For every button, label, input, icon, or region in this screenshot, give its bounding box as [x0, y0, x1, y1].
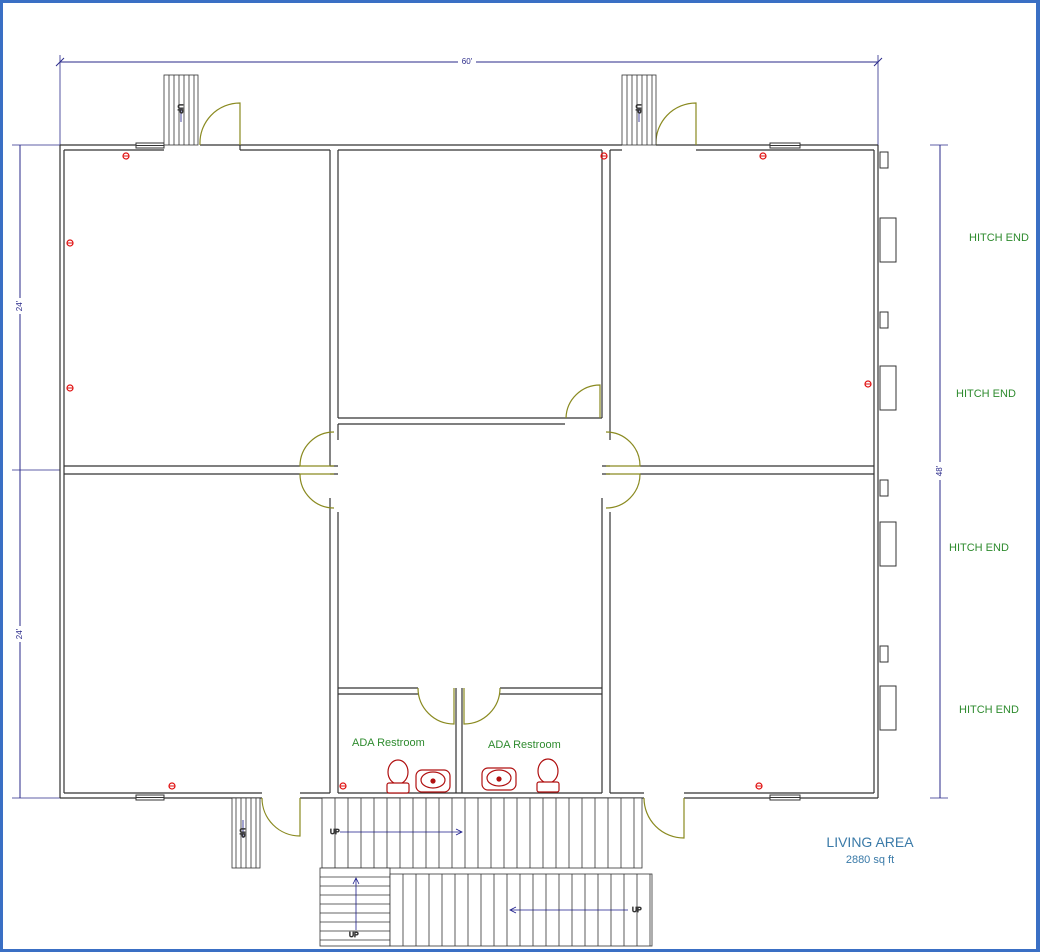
doors — [199, 102, 697, 839]
door-restroom-right — [463, 687, 501, 725]
stair-bottom-left: UP — [231, 797, 261, 869]
dimension-right-label: 48' — [935, 465, 944, 476]
outlet-icon — [66, 384, 74, 392]
door-left-upper — [299, 431, 335, 467]
door-right-upper — [605, 431, 641, 467]
dimension-top: 60' — [55, 55, 883, 145]
outlet-icon — [864, 380, 872, 388]
stair-up-label: UP — [349, 932, 359, 939]
outlet-icon — [122, 152, 130, 160]
sink-icon — [415, 769, 451, 793]
hitch-end-label: HITCH END — [949, 542, 1009, 554]
dimension-left-top-label: 24' — [15, 300, 24, 311]
outlet-icon — [339, 782, 347, 790]
dimension-left-bottom-label: 24' — [15, 628, 24, 639]
stair-main: UP — [321, 797, 643, 869]
outer-walls — [59, 144, 879, 799]
stair-up-label: UP — [238, 828, 245, 838]
hitch-boxes — [879, 151, 897, 731]
living-area-title: LIVING AREA — [826, 834, 914, 850]
hitch-end-label: HITCH END — [969, 232, 1029, 244]
door-restroom-left — [417, 687, 455, 725]
stair-top-left: UP — [163, 74, 199, 146]
door-top-left — [199, 102, 241, 146]
door-center-top — [565, 384, 601, 419]
stair-up-label: UP — [632, 907, 642, 914]
stair-lower-left: UP — [319, 867, 391, 947]
stair-up-label: UP — [176, 104, 183, 114]
toilet-icon — [386, 759, 410, 794]
sink-icon — [481, 767, 517, 791]
door-bottom-right — [643, 797, 685, 839]
outlets — [66, 152, 872, 790]
stair-up-label: UP — [330, 829, 340, 836]
stair-lower-right: UP — [389, 873, 653, 947]
dimension-right: 48' — [930, 144, 948, 799]
restroom-right-label: ADA Restroom — [488, 739, 561, 751]
outlet-icon — [168, 782, 176, 790]
hitch-end-label: HITCH END — [956, 388, 1016, 400]
restroom-left-label: ADA Restroom — [352, 737, 425, 749]
outlet-icon — [600, 152, 608, 160]
door-top-right — [655, 102, 697, 146]
dimension-left: 24' 24' — [12, 144, 60, 799]
stair-up-label: UP — [634, 104, 641, 114]
door-right-lower — [605, 473, 641, 509]
windows — [135, 142, 801, 801]
stair-top-right: UP — [621, 74, 657, 146]
door-bottom-left — [261, 797, 301, 837]
outlet-icon — [755, 782, 763, 790]
toilet-icon — [536, 758, 560, 793]
door-left-lower — [299, 473, 335, 509]
hitch-end-label: HITCH END — [959, 704, 1019, 716]
dimension-width-label: 60' — [462, 57, 473, 66]
interior-walls — [64, 150, 874, 793]
outlet-icon — [759, 152, 767, 160]
living-area-size: 2880 sq ft — [846, 854, 894, 866]
outlet-icon — [66, 239, 74, 247]
